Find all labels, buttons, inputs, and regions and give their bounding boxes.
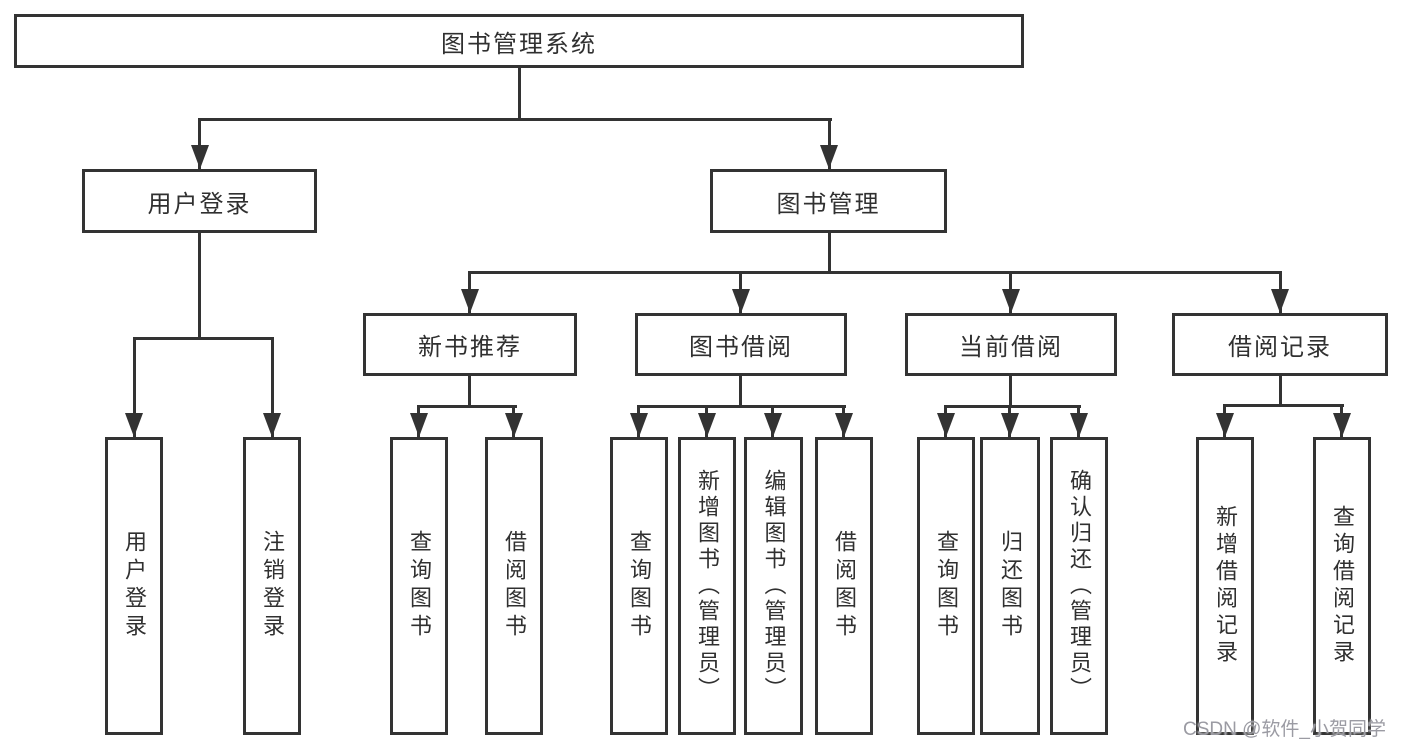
arrowhead-down: [263, 413, 281, 437]
leaf-query-books-recommend: 查询图书: [390, 437, 448, 735]
node-user-login: 用户登录: [82, 169, 317, 233]
arrowhead-down: [630, 413, 648, 437]
arrowhead-down: [835, 413, 853, 437]
arrowhead-down: [764, 413, 782, 437]
node-borrowing-records: 借阅记录: [1172, 313, 1388, 376]
arrowhead-down: [1216, 413, 1234, 437]
arrowhead-down: [1001, 413, 1019, 437]
connector: [271, 337, 274, 437]
connector: [133, 337, 136, 437]
node-new-book-recommend: 新书推荐: [363, 313, 577, 376]
connector: [944, 405, 1081, 408]
arrowhead-down: [461, 289, 479, 313]
arrowhead-down: [505, 413, 523, 437]
node-current-borrowing: 当前借阅: [905, 313, 1117, 376]
arrowhead-down: [732, 289, 750, 313]
leaf-query-books-borrowing: 查询图书: [610, 437, 668, 735]
connector: [468, 271, 1282, 274]
leaf-add-borrow-record: 新增借阅记录: [1196, 437, 1254, 735]
leaf-return-books: 归还图书: [980, 437, 1040, 735]
connector: [417, 405, 517, 408]
connector: [1223, 404, 1344, 407]
arrowhead-down: [125, 413, 143, 437]
arrowhead-down: [1070, 413, 1088, 437]
leaf-user-login: 用户登录: [105, 437, 163, 735]
node-root-library-system: 图书管理系统: [14, 14, 1024, 68]
leaf-query-borrow-record: 查询借阅记录: [1313, 437, 1371, 735]
connector: [739, 376, 742, 405]
leaf-edit-books-admin: 编辑图书（管理员）: [744, 437, 803, 735]
connector: [198, 118, 201, 169]
arrowhead-down: [410, 413, 428, 437]
node-book-borrowing: 图书借阅: [635, 313, 847, 376]
leaf-confirm-return-admin: 确认归还（管理员）: [1050, 437, 1108, 735]
connector: [1279, 376, 1282, 404]
arrowhead-down: [820, 145, 838, 169]
arrowhead-down: [1271, 289, 1289, 313]
arrowhead-down: [698, 413, 716, 437]
connector: [828, 118, 831, 169]
connector: [637, 405, 846, 408]
leaf-borrow-books-recommend: 借阅图书: [485, 437, 543, 735]
leaf-logout: 注销登录: [243, 437, 301, 735]
leaf-query-books-current: 查询图书: [917, 437, 975, 735]
arrowhead-down: [937, 413, 955, 437]
connector: [518, 67, 521, 120]
leaf-add-books-admin: 新增图书（管理员）: [678, 437, 736, 735]
connector: [198, 118, 832, 121]
csdn-watermark: CSDN @软件_小贺同学: [1183, 719, 1386, 740]
connector: [198, 233, 201, 337]
leaf-borrow-books: 借阅图书: [815, 437, 873, 735]
arrowhead-down: [191, 145, 209, 169]
node-book-management: 图书管理: [710, 169, 947, 233]
arrowhead-down: [1002, 289, 1020, 313]
connector: [468, 376, 471, 405]
connector: [1009, 376, 1012, 405]
connector: [828, 232, 831, 271]
arrowhead-down: [1333, 413, 1351, 437]
connector: [133, 337, 274, 340]
